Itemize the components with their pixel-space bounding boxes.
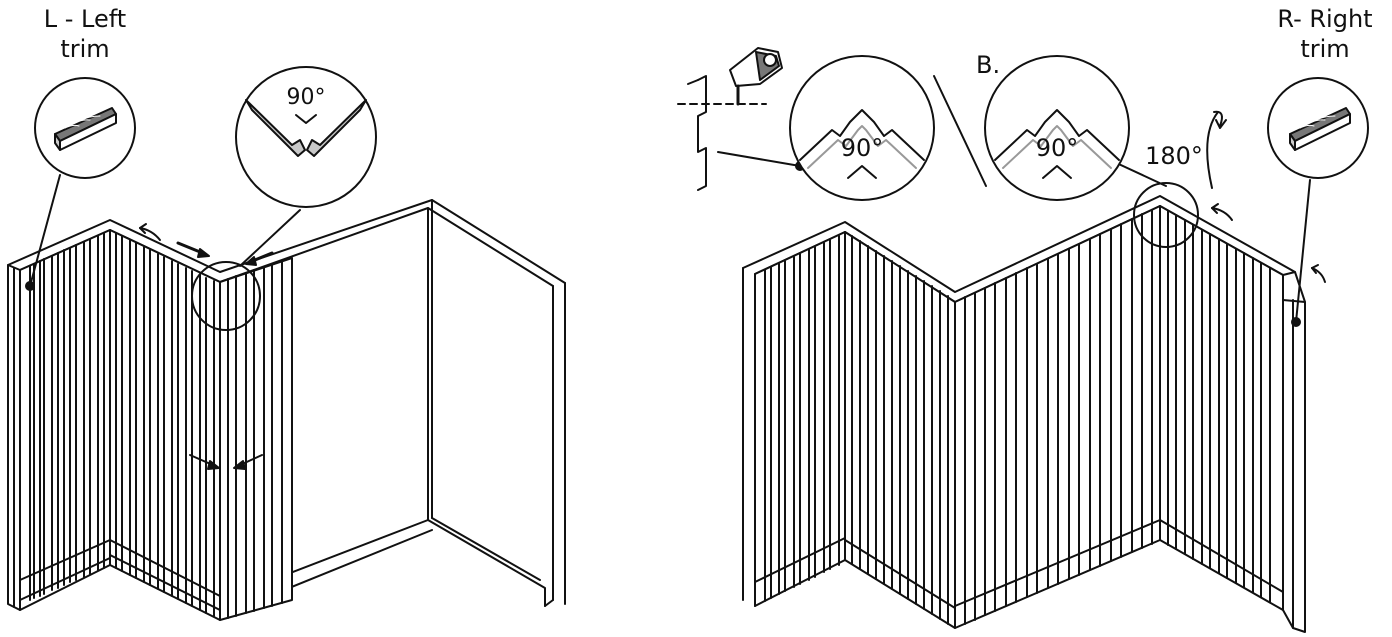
right-arrows xyxy=(1211,203,1326,283)
left-center-panel-wall xyxy=(109,229,221,621)
right-trim-label: R- Right trim xyxy=(1270,4,1380,64)
right-right-panels xyxy=(1159,205,1284,611)
left-corner-leader xyxy=(239,209,301,267)
right-left-panels xyxy=(754,231,846,607)
right-corner-highlight xyxy=(1133,182,1199,248)
variant-b-detail: 90° xyxy=(984,55,1130,201)
right-center-panels xyxy=(844,231,956,629)
variant-b-angle-label: 90° xyxy=(1036,134,1079,162)
right-trim-post xyxy=(1282,271,1306,633)
left-trim-detail xyxy=(34,77,136,179)
right-trim-leader-dot xyxy=(1291,317,1301,327)
left-corner-angle-label: 90° xyxy=(287,85,326,110)
cut-detail-leader xyxy=(717,151,801,167)
left-trim-leader xyxy=(29,174,61,287)
left-arrows xyxy=(139,223,274,470)
left-trim-leader-dot xyxy=(25,281,35,291)
left-corner-detail: 90° xyxy=(235,66,377,208)
jigsaw-icon xyxy=(729,47,783,106)
rotation-angle-label: 180° xyxy=(1145,142,1203,170)
left-trim-label-line1: L - Left xyxy=(43,5,127,33)
left-trim-label: L - Left trim xyxy=(30,4,140,64)
right-trim-leader xyxy=(1295,179,1311,323)
left-panel-wall xyxy=(19,229,111,611)
jigsaw-cut-detail xyxy=(677,47,783,191)
right-trim-label-line2: trim xyxy=(1300,35,1350,63)
cut-detail: 90° xyxy=(789,55,935,201)
left-trim-label-line2: trim xyxy=(60,35,110,63)
right-trim-detail xyxy=(1267,77,1369,179)
left-corner-highlight xyxy=(191,261,261,331)
right-assembly xyxy=(717,151,1326,633)
cut-angle-label: 90° xyxy=(841,134,884,162)
right-trim-label-line1: R- Right xyxy=(1277,5,1373,33)
left-back-panels xyxy=(219,257,293,621)
rotation-indicator: 180° xyxy=(1145,110,1227,189)
left-assembly xyxy=(7,174,566,621)
left-trim-post xyxy=(7,264,21,611)
right-back-panels xyxy=(954,205,1161,629)
variant-b-label: B. xyxy=(976,51,1001,79)
variant-separator xyxy=(933,75,987,187)
